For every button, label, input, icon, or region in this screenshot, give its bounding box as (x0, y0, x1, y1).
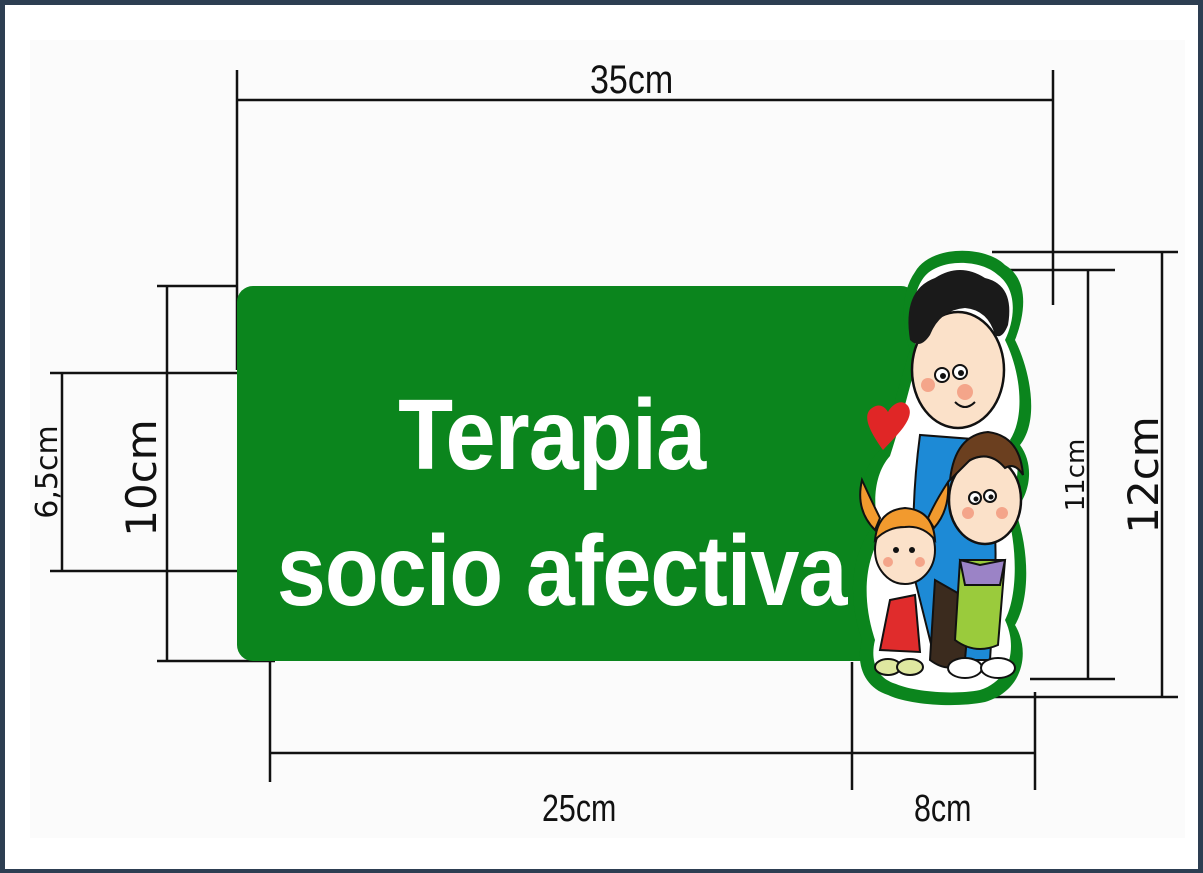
dim-label-11cm: 11cm (1061, 438, 1091, 512)
dim-label-6-5cm: 6,5cm (30, 425, 65, 519)
dimension-lines (50, 70, 1178, 790)
sign-title-line2: socio afectiva (277, 515, 848, 627)
dim-label-8cm: 8cm (914, 788, 972, 830)
dim-label-25cm: 25cm (542, 788, 617, 830)
dim-label-10cm: 10cm (117, 419, 166, 537)
sign-panel (237, 286, 917, 661)
girl-figure (859, 476, 950, 676)
child-figure (947, 430, 1024, 679)
dim-label-12cm: 12cm (1119, 416, 1168, 534)
family-children-icon (852, 250, 1032, 706)
sign-text-block: Terapia socio afectiva (262, 322, 902, 694)
diagram-canvas: Terapia socio afectiva 35cm 25cm 8cm 10c… (30, 40, 1185, 838)
sign-dimension-drawing (50, 70, 1178, 790)
sign-title-line1: Terapia (398, 379, 706, 491)
heart-icon (867, 402, 910, 450)
dim-label-35cm: 35cm (590, 58, 674, 102)
